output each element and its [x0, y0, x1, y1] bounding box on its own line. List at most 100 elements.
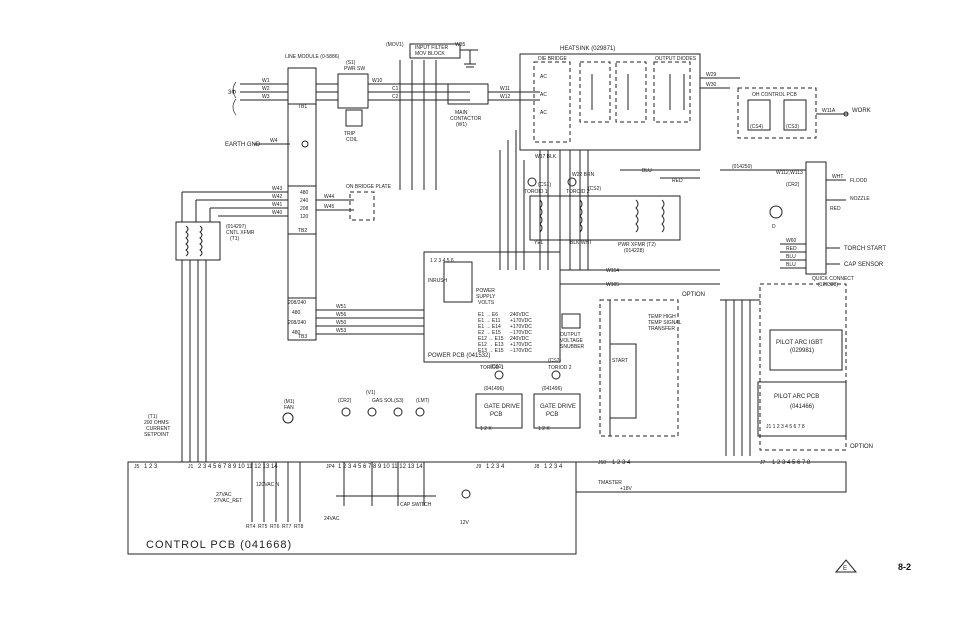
gas-sol-label: GAS SOL [372, 398, 394, 404]
svg-text:1 2 3 4: 1 2 3 4 [612, 460, 631, 466]
output-diodes-label: OUTPUT DIODES [655, 56, 697, 62]
svg-text:AC: AC [540, 74, 547, 80]
svg-text:240: 240 [300, 198, 309, 204]
svg-text:(CS3): (CS3) [786, 124, 799, 130]
line-module: LINE MODULE (0-5886) TB1 TB2 TB3 [285, 54, 340, 341]
svg-text:(041466): (041466) [790, 404, 814, 410]
svg-text:BLU: BLU [786, 254, 796, 260]
svg-text:POWER: POWER [476, 288, 495, 294]
svg-text:(LMT): (LMT) [416, 398, 430, 404]
svg-text:W154: W154 [606, 268, 619, 274]
option-top: OPTION START TEMP HIGH TEMP SIGNAL TRANS… [599, 292, 705, 437]
svg-text:MOV BLOCK: MOV BLOCK [415, 51, 445, 57]
svg-text:1 2 3 4 5 6 7 8 9 10 11 12 13: 1 2 3 4 5 6 7 8 9 10 11 12 13 14 [338, 464, 423, 470]
svg-text:1 2 3 4 5 6: 1 2 3 4 5 6 [430, 258, 454, 264]
svg-text:(S3): (S3) [394, 398, 404, 404]
svg-text:W2: W2 [262, 86, 270, 92]
svg-text:240VDC: 240VDC [510, 312, 529, 318]
ac-bus: W10 C1 C2 [368, 60, 470, 190]
svg-text:J1 1 2 3 4 5 6 7 8: J1 1 2 3 4 5 6 7 8 [766, 424, 805, 430]
svg-text:(CR2): (CR2) [786, 182, 800, 188]
line-module-label: LINE MODULE (0-5886) [285, 54, 340, 60]
svg-text:W17 BLK: W17 BLK [535, 154, 557, 160]
svg-text:MAIN: MAIN [455, 110, 468, 116]
vac24-label: 24VAC [324, 516, 340, 522]
svg-text:PILOT ARC IGBT: PILOT ARC IGBT [776, 340, 823, 346]
page-number: 8-2 [898, 562, 911, 572]
svg-text:W29: W29 [706, 72, 717, 78]
svg-text:AC: AC [540, 92, 547, 98]
svg-text:1 2 3 4: 1 2 3 4 [486, 464, 505, 470]
gate-drive-2-pn: (041496) [542, 386, 562, 392]
tb1-label: TB1 [298, 104, 307, 110]
svg-text:GATE DRIVE: GATE DRIVE [540, 404, 576, 410]
svg-text:W41: W41 [272, 202, 283, 208]
svg-text:YEL: YEL [534, 240, 544, 246]
svg-text:RT6: RT6 [270, 524, 280, 530]
svg-text:(014228): (014228) [624, 248, 644, 254]
nozzle-label: NOZZLE [850, 196, 870, 202]
svg-text:INRUSH: INRUSH [428, 278, 448, 284]
svg-text:RT7: RT7 [282, 524, 292, 530]
svg-text:E1 → E11: E1 → E11 [478, 318, 501, 324]
svg-text:E2 → E15: E2 → E15 [478, 330, 501, 336]
start-label: START [612, 358, 628, 364]
svg-text:(129338): (129338) [818, 282, 838, 288]
power-pcb-inputs: 208/240 480 208/240 480 W51 W56 W50 W53 [288, 300, 424, 336]
page-footer: E 8-2 [834, 559, 911, 573]
svg-text:CONTACTOR: CONTACTOR [450, 116, 482, 122]
svg-text:AC: AC [540, 110, 547, 116]
svg-text:SUPPLY: SUPPLY [476, 294, 496, 300]
power-pcb: POWER PCB (041532) 1 2 3 4 5 6 POWER SUP… [423, 251, 561, 363]
svg-text:COIL: COIL [346, 137, 358, 143]
bridge-label: DIE BRIDGE [538, 56, 568, 62]
svg-text:TMASTER: TMASTER [598, 480, 622, 486]
oh-control-pcb: OH CONTROL PCB (CS4) (CS3) W11A WORK [737, 87, 871, 139]
toroid-2-label: TOROID 2 [566, 189, 590, 195]
svg-text:E1 → E6: E1 → E6 [478, 312, 498, 318]
gate-drive-1-pn: (041496) [484, 386, 504, 392]
svg-text:PILOT ARC PCB: PILOT ARC PCB [774, 394, 819, 400]
red-label: RED [830, 206, 841, 212]
torch-connections: (014250) W112,W113 (CR2) WHT FLOOD NOZZL… [720, 161, 886, 288]
svg-text:120: 120 [300, 214, 309, 220]
svg-text:480: 480 [300, 190, 309, 196]
svg-text:27VAC_RET: 27VAC_RET [214, 498, 242, 504]
cs2-label: (CS2) [588, 186, 601, 192]
phase-label: 3Φ [228, 90, 236, 96]
svg-text:PWR XFMR (T2): PWR XFMR (T2) [618, 242, 656, 248]
svg-text:CNTL XFMR: CNTL XFMR [226, 230, 255, 236]
svg-text:RED: RED [786, 246, 797, 252]
svg-text:RT5: RT5 [258, 524, 268, 530]
svg-text:(CR2): (CR2) [338, 398, 352, 404]
power-pcb-label: POWER PCB (041532) [428, 353, 490, 359]
svg-text:W10: W10 [372, 78, 383, 84]
svg-text:W105: W105 [606, 282, 619, 288]
svg-text:W30: W30 [706, 82, 717, 88]
svg-text:J10: J10 [598, 460, 606, 466]
control-pcb: CONTROL PCB (041668) J5 1 2 3 J1 2 3 4 5… [127, 460, 847, 555]
svg-text:E1 → E14: E1 → E14 [478, 324, 501, 330]
cs1-label: (CS1) [538, 182, 551, 188]
svg-text:2 3 4 5 6 7 8 9 10 11 12 13 14: 2 3 4 5 6 7 8 9 10 11 12 13 14 [198, 464, 278, 470]
svg-text:(CS1): (CS1) [490, 364, 503, 370]
svg-text:1 2 3 4: 1 2 3 4 [544, 464, 563, 470]
svg-text:(CS4): (CS4) [750, 124, 763, 130]
bottom-wires: RT4 RT5 RT6 RT7 RT8 [246, 462, 436, 530]
svg-text:(029981): (029981) [790, 348, 814, 354]
tb2-label: TB2 [298, 228, 307, 234]
svg-text:CURRENT: CURRENT [146, 426, 170, 432]
svg-text:+170VDC: +170VDC [510, 342, 532, 348]
svg-text:TORIOD 1: TORIOD 1 [480, 365, 504, 371]
svg-text:BLK/WHT: BLK/WHT [570, 240, 592, 246]
svg-text:27VAC: 27VAC [216, 492, 232, 498]
svg-text:W11: W11 [500, 86, 510, 92]
svg-text:E12 → E13: E12 → E13 [478, 342, 504, 348]
svg-text:RED: RED [672, 178, 683, 184]
svg-text:W1: W1 [262, 78, 270, 84]
svg-text:208/240: 208/240 [288, 300, 306, 306]
svg-text:SNUBBER: SNUBBER [560, 344, 585, 350]
svg-text:ON BRIDGE PLATE: ON BRIDGE PLATE [346, 184, 392, 190]
control-components: (M1) FAN (CR2) (V1) GAS SOL (S3) (LMT) (… [144, 390, 430, 438]
option-top-label: OPTION [682, 292, 705, 298]
